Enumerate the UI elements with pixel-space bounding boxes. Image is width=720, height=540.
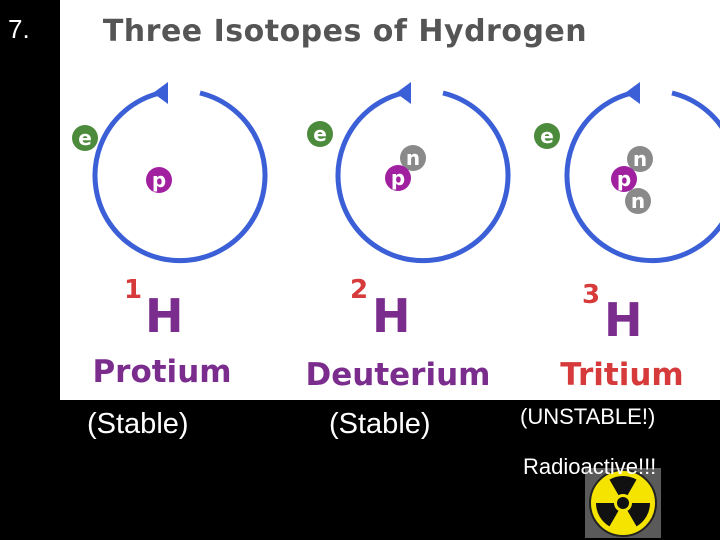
protium-status: (Stable) — [87, 408, 189, 440]
deuterium-status: (Stable) — [329, 408, 431, 440]
diagram-title: Three Isotopes of Hydrogen — [102, 14, 588, 49]
radioactive-hazard-icon — [585, 468, 661, 538]
deuterium-symbol: H — [372, 289, 411, 343]
deuterium-electron-label: e — [313, 122, 327, 146]
protium-proton — [146, 167, 172, 193]
deuterium-neutron — [400, 145, 426, 171]
deuterium-neutron-label: n — [406, 146, 420, 170]
tritium-neutron-bottom-label: n — [631, 189, 645, 213]
protium-electron — [72, 125, 98, 151]
tritium-mass-number: 3 — [582, 280, 600, 310]
tritium-status: (UNSTABLE!) — [520, 404, 656, 429]
tritium-atom: e n p n 3 H Tritium — [534, 82, 720, 393]
protium-symbol: H — [145, 289, 184, 343]
protium-atom: e p 1 H Protium — [72, 82, 268, 390]
tritium-symbol: H — [604, 293, 643, 347]
protium-name: Protium — [92, 354, 231, 390]
tritium-electron — [534, 123, 560, 149]
protium-orbit-arrow — [153, 82, 168, 104]
deuterium-proton-label: p — [391, 166, 405, 190]
deuterium-orbit — [335, 90, 511, 264]
deuterium-orbit-arrow — [396, 82, 411, 104]
protium-orbit — [92, 90, 268, 264]
slide-number: 7. — [8, 14, 30, 44]
deuterium-mass-number: 2 — [350, 275, 368, 305]
diagram-panel: Three Isotopes of Hydrogen e p 1 H Proti… — [60, 0, 720, 400]
tritium-neutron-top-label: n — [633, 147, 647, 171]
tritium-proton-label: p — [617, 167, 631, 191]
deuterium-atom: e n p 2 H Deuterium — [306, 82, 511, 393]
tritium-electron-label: e — [540, 124, 554, 148]
deuterium-electron — [307, 121, 333, 147]
deuterium-name: Deuterium — [306, 357, 491, 393]
tritium-orbit-arrow — [625, 82, 640, 104]
tritium-neutron-top — [627, 146, 653, 172]
tritium-orbit — [564, 90, 720, 264]
tritium-name: Tritium — [560, 357, 683, 393]
protium-mass-number: 1 — [124, 275, 142, 305]
deuterium-proton — [385, 165, 411, 191]
protium-proton-label: p — [152, 168, 166, 192]
isotope-diagram: e p 1 H Protium e n p 2 H Deuterium e — [72, 82, 720, 393]
tritium-neutron-bottom — [625, 188, 651, 214]
protium-electron-label: e — [78, 126, 92, 150]
tritium-proton — [611, 166, 637, 192]
radioactive-label: Radioactive!!! — [523, 454, 657, 479]
